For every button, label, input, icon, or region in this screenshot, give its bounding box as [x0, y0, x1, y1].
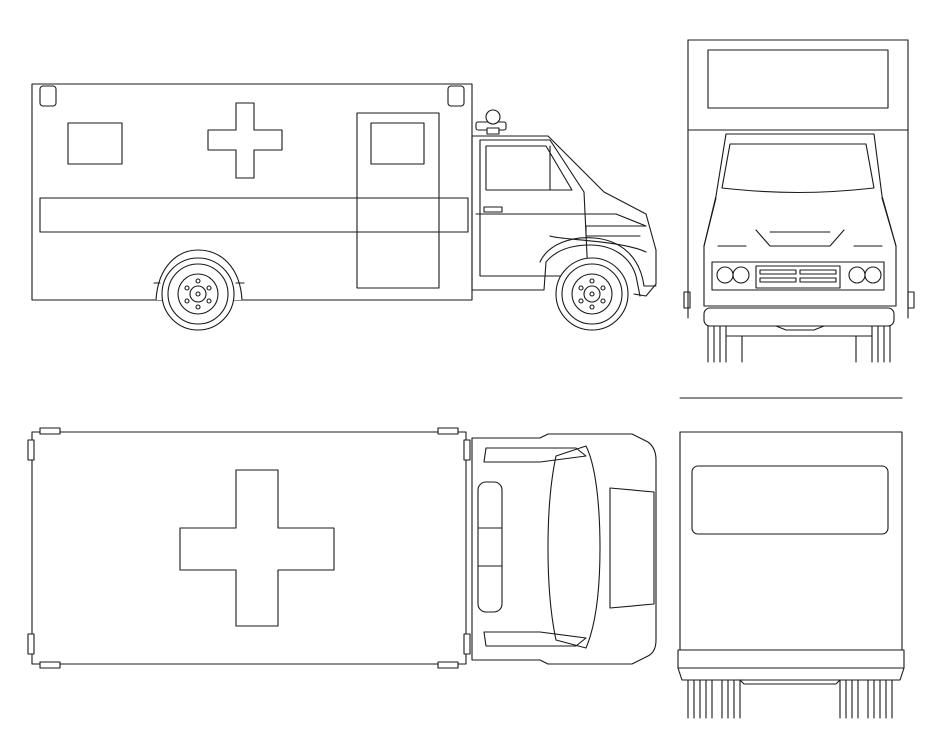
patient-box — [32, 84, 472, 300]
roof-box — [32, 432, 466, 664]
headlight-icon — [849, 267, 865, 283]
front-sign-panel — [708, 50, 888, 108]
grille-surround — [712, 262, 884, 290]
body-stripe — [40, 198, 468, 232]
cross-icon — [208, 103, 282, 178]
wheel-icon — [556, 258, 628, 330]
front-bumper — [704, 308, 894, 326]
headlight-icon — [717, 267, 733, 283]
box-rear — [680, 432, 902, 650]
hood-top — [610, 488, 654, 608]
side-window — [68, 123, 122, 164]
rear-window — [692, 466, 888, 534]
cross-icon — [180, 470, 334, 626]
wheel-icon — [162, 258, 234, 330]
side-view — [32, 84, 656, 330]
door-handle — [484, 207, 502, 212]
headlight-icon — [733, 267, 749, 283]
cab-top — [472, 434, 656, 664]
cab — [472, 136, 656, 296]
rear-wheels — [688, 680, 892, 718]
grille — [756, 266, 840, 288]
headlight-icon — [865, 267, 881, 283]
front-fender — [540, 238, 656, 286]
marker-light — [40, 86, 56, 106]
windshield-top — [548, 446, 600, 648]
beacon-light-icon — [476, 110, 506, 134]
front-view — [684, 40, 914, 362]
beacon-light-icon — [478, 482, 502, 612]
marker-light — [448, 86, 464, 106]
top-view — [28, 428, 656, 668]
rear-view — [678, 398, 904, 718]
front-wheels — [708, 326, 890, 362]
side-door — [357, 113, 439, 288]
cab-window — [486, 146, 572, 190]
box-front — [688, 40, 908, 318]
door-window — [371, 123, 424, 164]
rear-bumper — [678, 650, 904, 668]
windshield — [722, 144, 874, 193]
